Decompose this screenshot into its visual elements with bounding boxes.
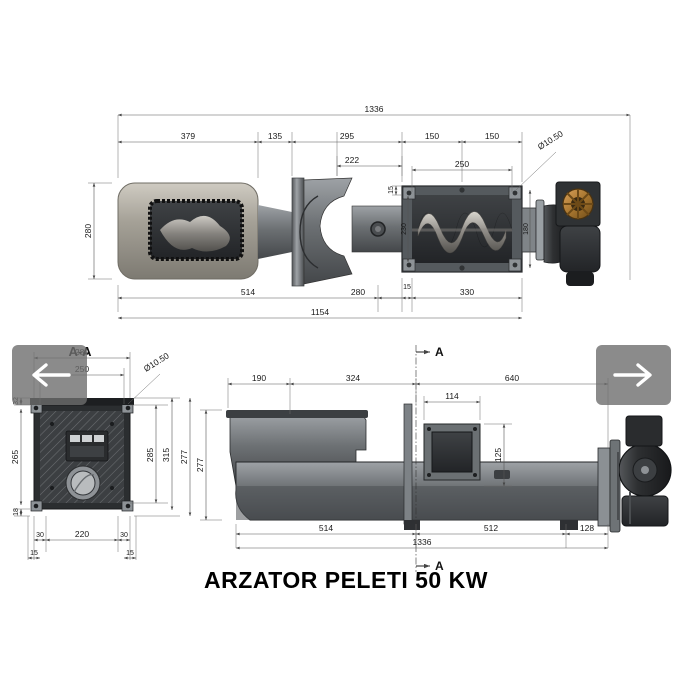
dim-bot-15: 15 (403, 284, 411, 291)
plan-view-geometry (117, 177, 601, 287)
dim-top-180: 180 (523, 223, 530, 235)
side-view-geometry (226, 345, 672, 572)
dim-side-114: 114 (445, 391, 459, 401)
dim-bot-330: 330 (460, 287, 474, 297)
dim-side-277: 277 (195, 458, 205, 472)
dim-side-324: 324 (346, 373, 360, 383)
dim-sec-15a: 15 (30, 550, 38, 557)
dim-sec-315: 315 (161, 448, 171, 462)
dim-sec-277: 277 (179, 450, 189, 464)
dim-top-150b: 150 (485, 131, 499, 141)
dim-sec-265: 265 (10, 450, 20, 464)
dim-sec-hole-callout: Ø10.50 (142, 350, 171, 373)
dim-top-230: 230 (401, 223, 408, 235)
section-view-geometry (30, 398, 134, 512)
drawing-title: ARZATOR PELETI 50 KW (204, 567, 488, 593)
dim-sec-15b: 15 (126, 550, 134, 557)
dim-top-222: 222 (345, 155, 359, 165)
section-mark-bottom: A (435, 559, 444, 573)
dim-side-512: 512 (484, 523, 498, 533)
dim-sec-18: 18 (13, 508, 20, 516)
dim-top-15: 15 (388, 186, 395, 194)
dim-top-135: 135 (268, 131, 282, 141)
dim-top-1336: 1336 (365, 104, 384, 114)
dim-bot-1154: 1154 (311, 307, 330, 317)
dim-top-hole-callout: Ø10.50 (536, 128, 565, 151)
next-image-button[interactable] (596, 345, 671, 405)
dim-top-280: 280 (83, 224, 93, 238)
dim-top-295: 295 (340, 131, 354, 141)
previous-image-button[interactable] (12, 345, 87, 405)
dim-bot-514: 514 (241, 287, 255, 297)
dim-top-250: 250 (455, 159, 469, 169)
dim-side-190: 190 (252, 373, 266, 383)
dim-side-514: 514 (319, 523, 333, 533)
arrow-right-icon (612, 363, 652, 387)
dim-top-150a: 150 (425, 131, 439, 141)
dim-side-640: 640 (505, 373, 519, 383)
arrow-left-icon (31, 363, 71, 387)
dim-sec-30a: 30 (36, 532, 44, 539)
dim-side-128: 128 (580, 523, 594, 533)
dim-top-379: 379 (181, 131, 195, 141)
dim-bot-280: 280 (351, 287, 365, 297)
dim-sec-220: 220 (75, 529, 89, 539)
dim-sec-30b: 30 (120, 532, 128, 539)
dim-side-125: 125 (493, 448, 503, 462)
dim-side-1336: 1336 (413, 537, 432, 547)
dim-sec-285: 285 (145, 448, 155, 462)
section-mark-top: A (435, 345, 444, 359)
